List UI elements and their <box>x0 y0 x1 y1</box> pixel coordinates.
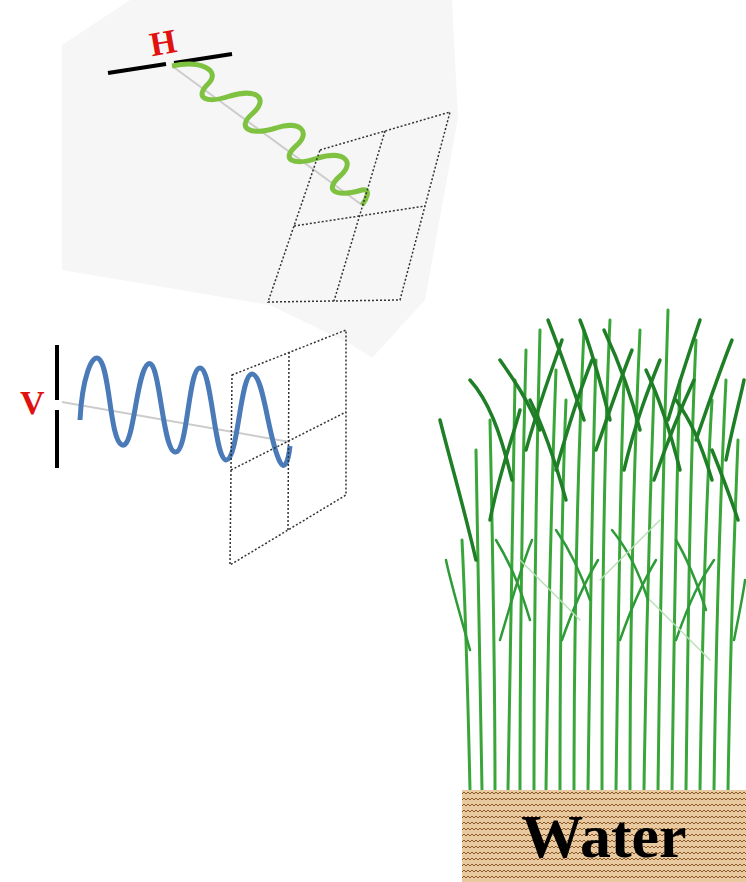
wave-axis <box>62 402 290 442</box>
h-antenna <box>108 64 166 73</box>
water-text: Water <box>521 805 686 867</box>
v-antenna <box>55 345 59 400</box>
h-wave <box>172 64 367 205</box>
v-wave <box>80 358 290 465</box>
polarization-grid <box>230 330 346 565</box>
h-antenna <box>174 54 232 63</box>
panel-background <box>62 0 458 358</box>
v-antenna <box>55 410 59 468</box>
polarization-grid <box>268 112 450 302</box>
polarization-label: V <box>20 386 45 420</box>
water-layer: Water <box>462 790 746 882</box>
polarization-label: H <box>147 24 179 62</box>
rice-plants <box>440 310 745 790</box>
